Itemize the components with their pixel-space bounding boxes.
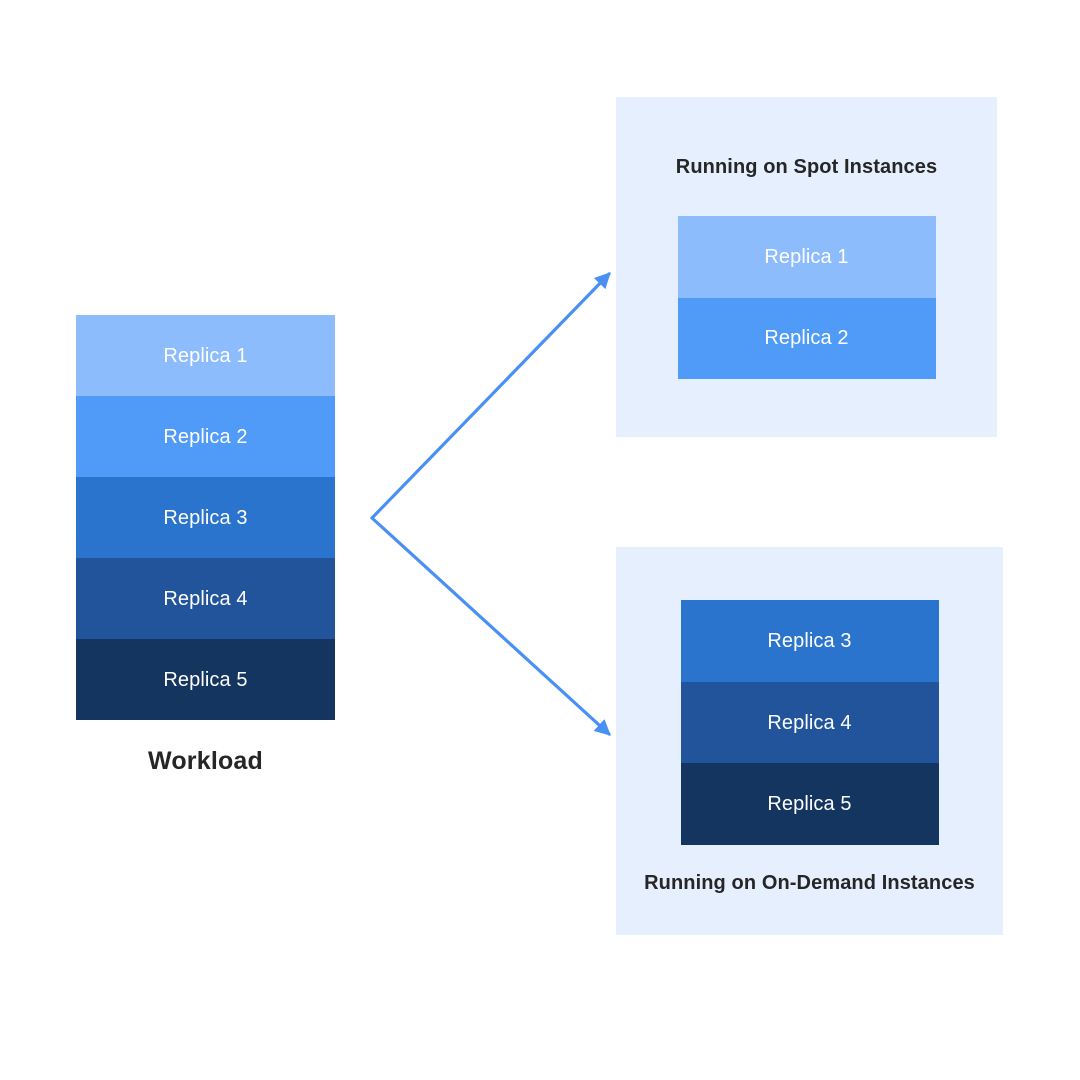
- replica-label: Replica 3: [163, 506, 248, 529]
- arrow-to-spot-line: [370, 272, 611, 520]
- workload-replica-2[interactable]: Replica 2: [76, 396, 335, 477]
- workload-replica-3[interactable]: Replica 3: [76, 477, 335, 558]
- workload-replica-stack: Replica 1 Replica 2 Replica 3 Replica 4 …: [76, 315, 335, 720]
- replica-label: Replica 4: [767, 711, 852, 734]
- replica-label: Replica 3: [767, 629, 852, 652]
- workload-group: Replica 1 Replica 2 Replica 3 Replica 4 …: [76, 315, 335, 776]
- spot-replica-1[interactable]: Replica 1: [677, 216, 936, 298]
- arrow-to-ondemand-line: [370, 516, 611, 736]
- replica-label: Replica 2: [764, 327, 849, 350]
- ondemand-replica-5[interactable]: Replica 5: [680, 763, 939, 846]
- replica-label: Replica 5: [767, 793, 852, 816]
- replica-label: Replica 2: [163, 425, 248, 448]
- replica-label: Replica 4: [163, 587, 248, 610]
- ondemand-panel-title: Running on On-Demand Instances: [644, 872, 975, 895]
- ondemand-replica-4[interactable]: Replica 4: [680, 681, 939, 764]
- replica-label: Replica 1: [163, 344, 248, 367]
- workload-replica-5[interactable]: Replica 5: [76, 639, 335, 720]
- spot-replica-2[interactable]: Replica 2: [677, 297, 936, 379]
- ondemand-replica-stack: Replica 3 Replica 4 Replica 5: [680, 600, 939, 846]
- workload-replica-1[interactable]: Replica 1: [76, 315, 335, 396]
- replica-label: Replica 5: [163, 668, 248, 691]
- workload-caption: Workload: [147, 747, 264, 775]
- spot-panel-title: Running on Spot Instances: [675, 156, 938, 178]
- workload-replica-4[interactable]: Replica 4: [76, 558, 335, 639]
- spot-instances-panel: Running on Spot Instances Replica 1 Repl…: [616, 97, 997, 437]
- replica-label: Replica 1: [764, 245, 849, 268]
- spot-replica-stack: Replica 1 Replica 2: [677, 216, 936, 379]
- ondemand-replica-3[interactable]: Replica 3: [680, 600, 939, 682]
- ondemand-instances-panel: Replica 3 Replica 4 Replica 5 Running on…: [616, 547, 1003, 935]
